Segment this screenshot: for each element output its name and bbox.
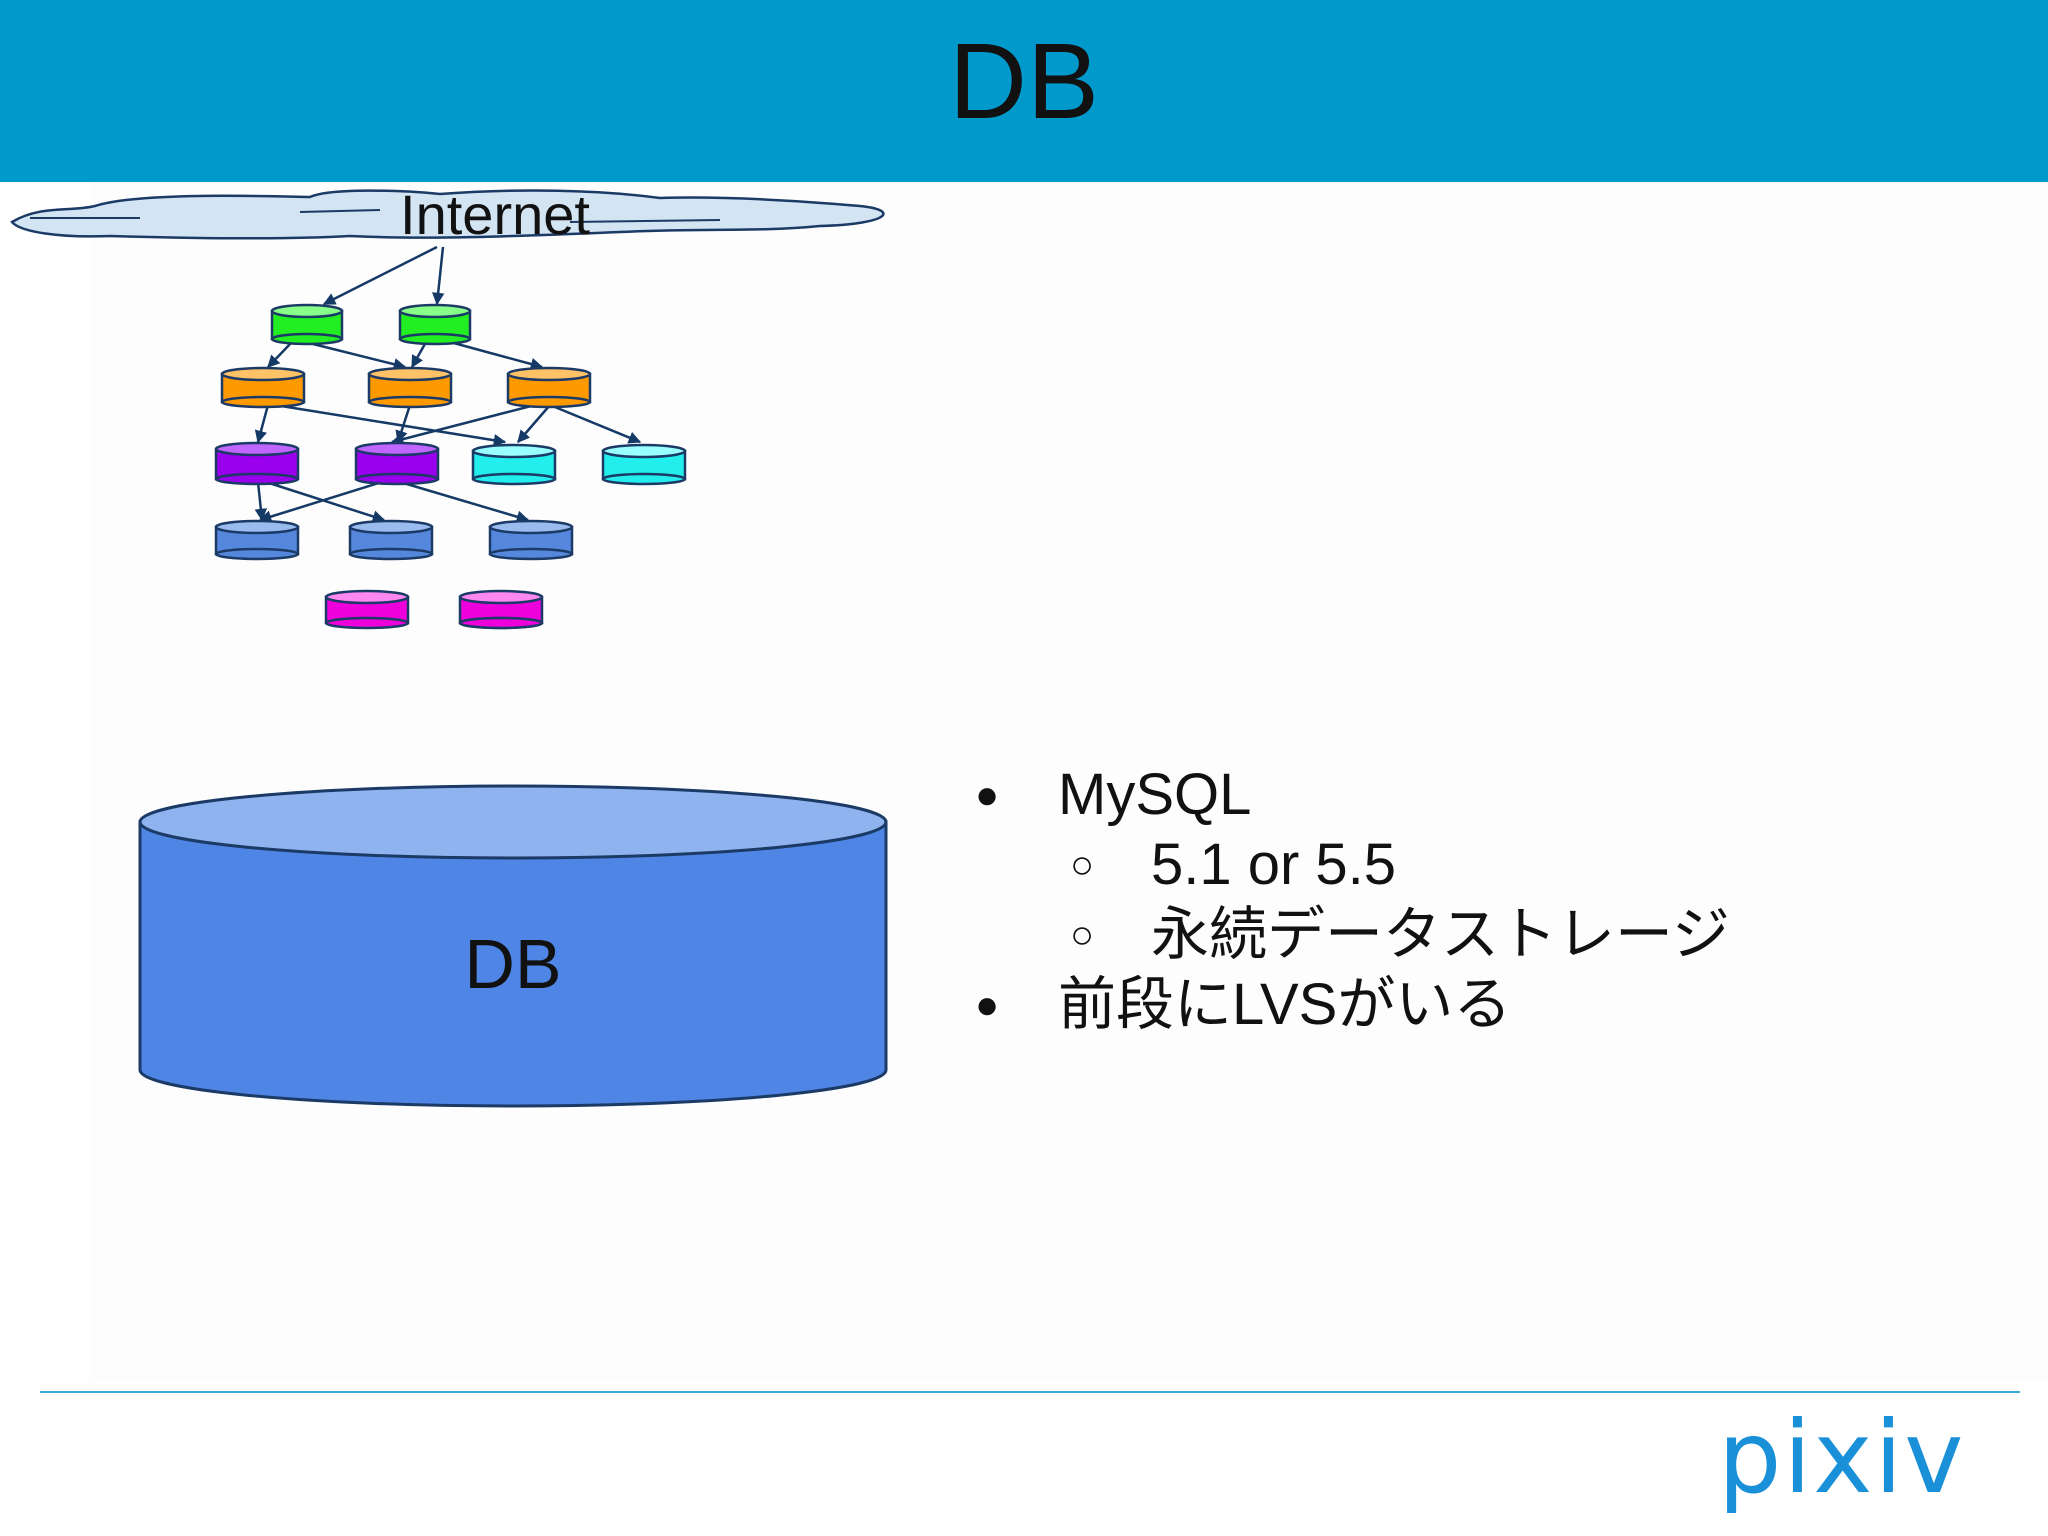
- internet-cloud: Internet: [10, 183, 885, 246]
- slide-title: DB: [948, 20, 1100, 141]
- logo-text: pixiv: [1718, 1414, 1965, 1516]
- cyan-node: [601, 443, 687, 486]
- blue-node: [214, 519, 300, 561]
- arrow: [254, 404, 270, 444]
- magenta-node: [458, 589, 544, 630]
- bullet-item: ● MySQL: [975, 760, 1730, 830]
- bullet-item: ● 前段にLVSがいる: [975, 970, 1730, 1040]
- sub-bullet-marker: ○: [1070, 843, 1095, 887]
- arrow: [395, 404, 412, 444]
- sub-bullet-text: 5.1 or 5.5: [1151, 832, 1397, 897]
- orange-node: [506, 366, 592, 409]
- arrow: [549, 403, 642, 444]
- connection-arrows: [254, 245, 642, 523]
- bullet-text: 前段にLVSがいる: [1058, 972, 1512, 1037]
- bullet-text: MySQL: [1058, 762, 1252, 827]
- arrow: [267, 341, 293, 368]
- pixiv-logo: pixiv: [1718, 1414, 1965, 1516]
- green-node: [398, 303, 472, 346]
- green-node: [270, 303, 344, 346]
- arrow: [410, 341, 428, 369]
- purple-node: [214, 441, 300, 486]
- blue-node: [348, 519, 434, 561]
- bullet-list: ● MySQL ○ 5.1 or 5.5 ○ 永続データストレージ ● 前段にL…: [975, 760, 1730, 1040]
- arrow: [517, 404, 551, 443]
- arrow: [274, 403, 507, 447]
- sub-bullet-marker: ○: [1070, 913, 1095, 957]
- arrow: [265, 480, 386, 523]
- arrow: [390, 403, 536, 446]
- bullet-marker: ●: [975, 983, 1000, 1027]
- orange-node: [220, 366, 306, 409]
- arrow: [304, 340, 407, 371]
- db-label: DB: [464, 925, 561, 1003]
- bullet-marker: ●: [975, 773, 1000, 817]
- footer-divider: [40, 1391, 2020, 1393]
- orange-node: [367, 366, 453, 409]
- sub-bullet-item: ○ 5.1 or 5.5: [975, 830, 1730, 900]
- sub-bullet-item: ○ 永続データストレージ: [975, 900, 1730, 970]
- cyan-node: [471, 443, 557, 486]
- db-cylinder: DB: [138, 784, 888, 1108]
- blue-node: [488, 519, 574, 561]
- server-nodes: [214, 303, 687, 630]
- arrow: [449, 340, 544, 371]
- magenta-node: [324, 589, 410, 630]
- cloud-label: Internet: [400, 183, 590, 246]
- arrow: [322, 245, 438, 306]
- arrow: [399, 480, 530, 523]
- arrow: [254, 481, 268, 522]
- purple-node: [354, 441, 440, 486]
- title-bar: [0, 0, 2048, 182]
- arrow: [431, 246, 445, 306]
- sub-bullet-text: 永続データストレージ: [1151, 902, 1730, 967]
